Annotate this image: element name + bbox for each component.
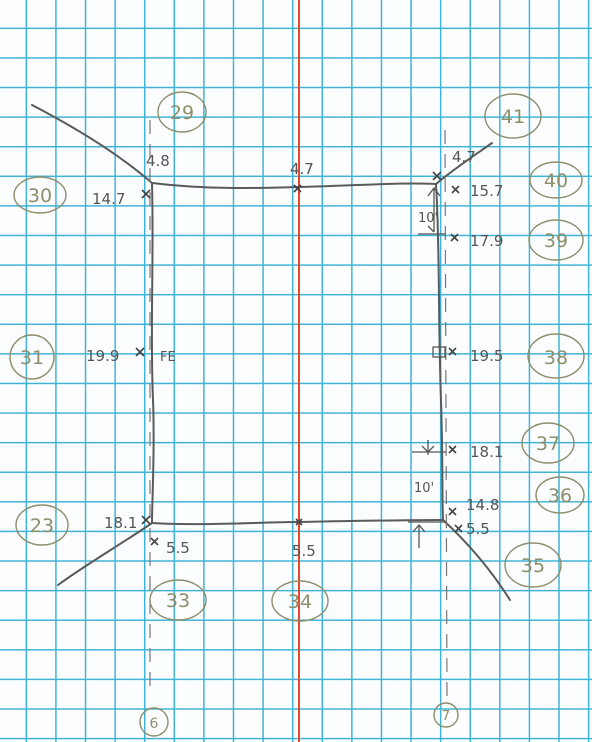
label-right-148: 14.8: [466, 496, 499, 514]
cross-right-179: [450, 233, 459, 242]
label-left-top: 14.7: [92, 190, 125, 208]
circle-right-40: [529, 161, 583, 199]
label-bottom-right: 5.5: [466, 520, 490, 538]
outline-right: [435, 183, 444, 521]
cross-right-157: [451, 185, 460, 194]
red-margin-line: [298, 0, 300, 742]
circle-right-39: [528, 219, 584, 261]
label-top-mid: 4.7: [290, 160, 314, 178]
label-bottom-left: 5.5: [166, 539, 190, 557]
cross-top-right: [432, 171, 442, 181]
cross-bottom-mid: [295, 518, 303, 526]
cross-bottom-left: [150, 537, 159, 546]
marker-box-right: [432, 346, 446, 358]
circle-right-37: [521, 422, 575, 464]
dim-arrow-bottom: [408, 440, 446, 548]
dim-arrow-top: [418, 186, 446, 235]
num-left-31: 31: [20, 347, 44, 369]
circle-axis-right: [433, 702, 459, 728]
cross-right-148: [448, 507, 457, 516]
num-left-30: 30: [28, 185, 52, 207]
cross-right-195: [448, 347, 457, 356]
label-right-17: 17.9: [470, 232, 503, 250]
cross-left-mid: [135, 347, 145, 357]
label-dim-top: 10': [418, 211, 438, 226]
num-bottom-33: 33: [166, 590, 190, 612]
num-right-37: 37: [536, 433, 560, 455]
num-bottom-34: 34: [288, 591, 312, 613]
num-top-left: 29: [170, 102, 194, 124]
diagonal-bottom-left: [57, 522, 153, 586]
cross-top-left: [141, 189, 151, 199]
circle-right-36: [535, 476, 585, 514]
label-left-bottom: 18.1: [104, 514, 137, 532]
circle-left-30: [13, 176, 67, 214]
diagonal-bottom-right: [442, 519, 511, 601]
label-bottom-mid: 5.5: [292, 542, 316, 560]
axis-line-right: [444, 129, 448, 701]
label-left-mid-tag: FE: [160, 350, 176, 365]
cross-left-bottom: [141, 515, 151, 525]
num-right-35: 35: [521, 555, 545, 577]
circle-bottom-34: [271, 580, 329, 622]
label-left-mid: 19.9: [86, 347, 119, 365]
num-top-right: 41: [501, 106, 525, 128]
circle-axis-left: [139, 707, 169, 737]
cross-bottom-right: [454, 524, 463, 533]
num-right-38: 38: [544, 347, 568, 369]
outline-left: [150, 182, 155, 524]
circle-top-right: [484, 93, 542, 139]
circle-left-31: [9, 334, 55, 380]
circle-right-38: [527, 333, 585, 379]
num-right-36: 36: [548, 485, 572, 507]
cross-top-mid: [293, 184, 302, 193]
num-right-40: 40: [544, 170, 568, 192]
label-right-181: 18.1: [470, 443, 503, 461]
num-axis-right: 7: [442, 709, 450, 724]
label-right-top: 15.7: [470, 182, 503, 200]
circle-bottom-33: [149, 579, 207, 621]
label-top-left-corner: 4.8: [146, 152, 170, 170]
num-left-23: 23: [30, 515, 54, 537]
diagonal-top-left: [31, 104, 153, 184]
cross-right-181: [448, 445, 457, 454]
label-right-mid: 19.5: [470, 347, 503, 365]
num-axis-left: 6: [150, 716, 159, 732]
label-dim-bottom: 10': [414, 481, 434, 496]
circle-top-left: [157, 91, 207, 133]
num-right-39: 39: [544, 230, 568, 252]
label-top-right-corner: 4.7: [452, 148, 476, 166]
circle-right-35: [504, 542, 562, 588]
circle-left-23: [15, 504, 69, 546]
